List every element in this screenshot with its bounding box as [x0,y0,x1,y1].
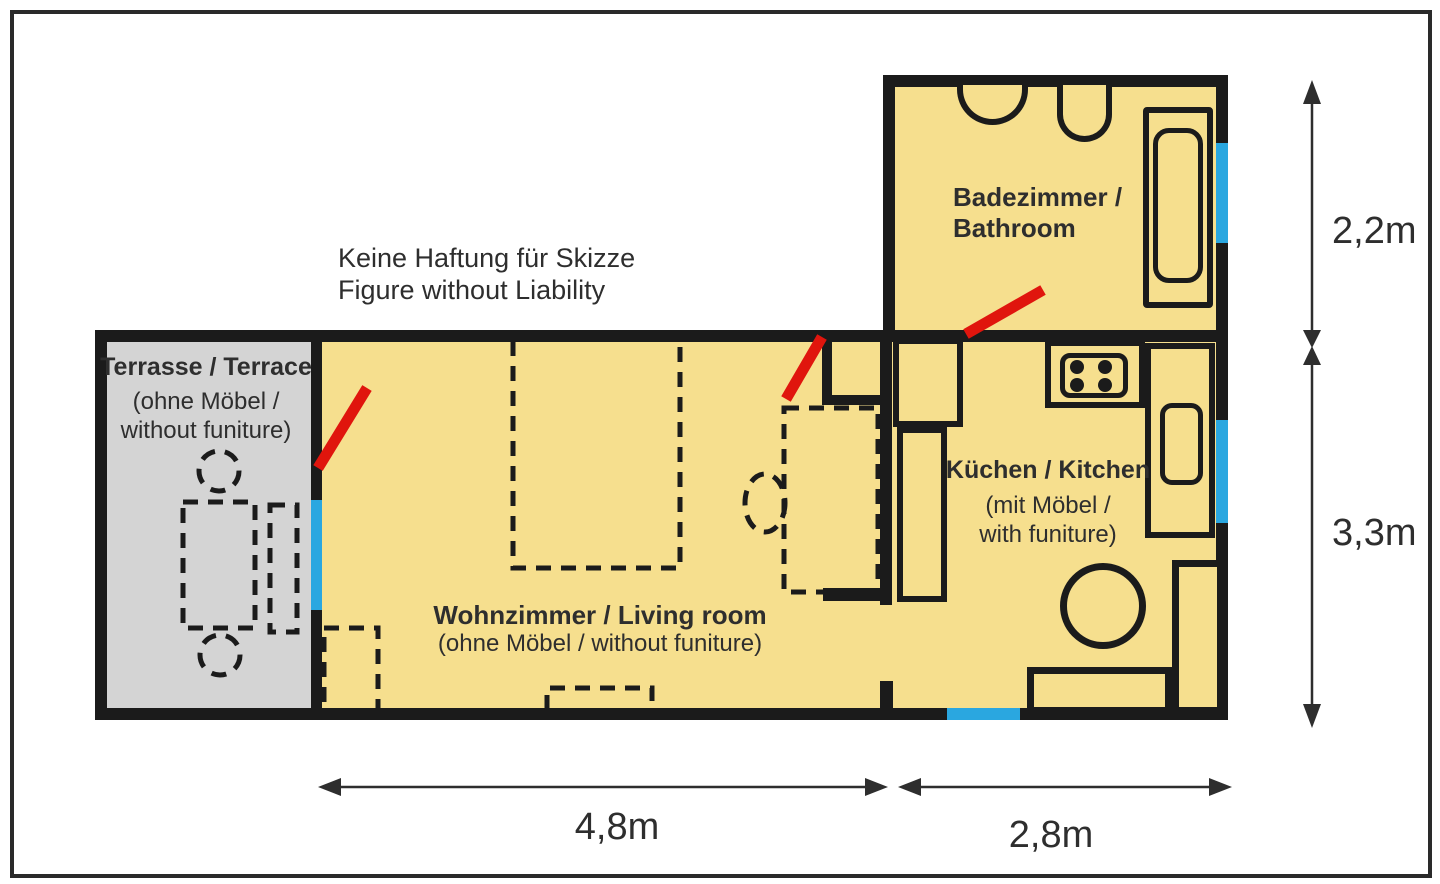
bathroom-title-line2: Bathroom [953,213,1076,243]
bench-right-icon [1172,560,1224,714]
kitchen-counter-right-icon [1145,343,1215,538]
window-kitchen-bottom-icon [947,708,1020,720]
disclaimer-line1: Keine Haftung für Skizze [338,243,636,273]
dim-label-bottom-right: 2,8m [1008,814,1094,856]
kitchen-subtitle2: with funiture) [979,521,1117,548]
bathroom-title-line1: Badezimmer / [953,182,1123,212]
living-room-title: Wohnzimmer / Living room [433,600,767,630]
kitchen-cabinet-left-icon [897,427,947,602]
kitchen-sink-icon [1160,403,1203,485]
bench-bottom-icon [1027,667,1172,714]
wall-closet-left [822,340,832,405]
wall-segment-bed-foot [823,588,883,601]
wall-bathroom-top [883,75,1228,87]
burner-dot [1098,378,1112,392]
kitchen-title: Küchen / Kitchen [945,456,1151,484]
outer-frame [10,10,1432,878]
bathroom-sink-right-icon [1057,85,1112,142]
burner-dot [1070,378,1084,392]
disclaimer-line2: Figure without Liability [338,275,606,305]
burner-dot [1098,360,1112,374]
dim-label-bottom-left: 4,8m [574,806,660,848]
burner-dot [1070,360,1084,374]
terrace-subtitle1: (ohne Möbel / [132,388,280,415]
bathtub-inner-icon [1153,128,1203,283]
wall-closet-bottom [822,395,882,405]
kitchen-cabinet-top-icon [893,338,963,427]
dining-table-icon [1060,563,1146,649]
kitchen-subtitle1: (mit Möbel / [985,492,1111,519]
living-room-subtitle: (ohne Möbel / without funiture) [437,630,763,657]
window-kitchen-icon [1216,420,1228,523]
dim-label-right-top: 2,2m [1332,210,1417,252]
terrace-subtitle2: without funiture) [120,417,292,444]
stove-burner-plate-icon [1060,353,1128,398]
wall-bathroom-left [883,75,895,340]
wall-kitchen-divider-stub [880,681,893,720]
wall-kitchen-divider [880,330,892,605]
window-terrace-door-icon [311,500,322,610]
window-bathroom-icon [1216,143,1228,243]
wall-left [95,330,107,720]
terrace-title: Terrasse / Terrace [100,353,312,381]
dim-label-right-bottom: 3,3m [1332,512,1417,554]
